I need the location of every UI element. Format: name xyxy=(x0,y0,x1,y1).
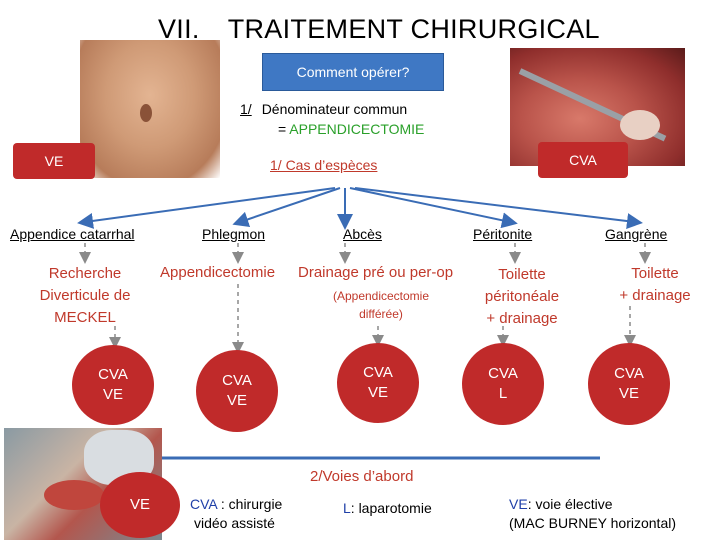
appendicectomy-prefix: = xyxy=(278,121,290,137)
action-line: MECKEL xyxy=(54,309,116,326)
oval-line: CVA xyxy=(98,366,128,383)
oval-line: L xyxy=(498,385,508,402)
branch-lines xyxy=(77,187,643,230)
denominator-text: Dénominateur commun xyxy=(261,101,408,117)
oval-ve-bottom: VE xyxy=(100,472,180,538)
header-peritonite: Péritonite xyxy=(473,226,533,242)
cva-def2: vidéo assisté xyxy=(194,515,275,531)
slide-title: VII. TRAITEMENT CHIRURGICAL xyxy=(158,14,600,45)
oval-cva-ve-2: CVA VE xyxy=(196,350,278,432)
oval-line: CVA xyxy=(614,365,644,382)
l-def: : laparotomie xyxy=(350,500,432,516)
oval-cva-ve-1: CVA VE xyxy=(72,345,154,425)
action-meckel: Recherche Diverticule de MECKEL xyxy=(20,263,150,329)
action-line: Toilette xyxy=(498,266,546,283)
action-line: + drainage xyxy=(619,287,691,304)
abces-note: (Appendicectomie différée) xyxy=(310,287,452,323)
oval-cva-ve-3: CVA VE xyxy=(337,343,419,423)
header-gangrene: Gangrène xyxy=(605,226,668,242)
appendicectomy-line: = APPENDICECTOMIE xyxy=(278,121,424,137)
voies-label: 2/Voies d’abord xyxy=(310,468,414,485)
oval-line: VE xyxy=(226,392,247,409)
oval-cva-l: CVA L xyxy=(462,343,544,425)
action-line: Diverticule de xyxy=(39,287,131,304)
oval-line: CVA xyxy=(222,372,252,389)
action-appendicectomy: Appendicectomie xyxy=(160,264,276,281)
legend-l: L: laparotomie xyxy=(343,499,432,518)
header-appendice-catarrhal: Appendice catarrhal xyxy=(10,226,135,242)
appendicectomy-label: APPENDICECTOMIE xyxy=(289,121,425,137)
title-number: VII. xyxy=(158,14,200,44)
oval-line: VE xyxy=(102,386,123,403)
ve-def: : voie élective xyxy=(527,496,613,512)
cva-box: CVA xyxy=(538,142,628,178)
action-line: péritonéale xyxy=(484,288,560,305)
ve-def2: (MAC BURNEY horizontal) xyxy=(509,515,677,531)
ve-box: VE xyxy=(13,143,95,179)
action-toilette-drainage: Toilette + drainage xyxy=(598,263,712,307)
oval-line: CVA xyxy=(363,364,393,381)
l-key: L xyxy=(343,500,351,516)
action-line: Recherche xyxy=(48,265,122,282)
ve-key: VE xyxy=(509,496,528,512)
action-drainage: Drainage pré ou per-op xyxy=(298,264,454,281)
denominator-number: 1/ xyxy=(240,101,252,117)
oval-line: VE xyxy=(367,384,388,401)
legend-cva: CVA : chirurgie vidéo assisté xyxy=(190,495,282,533)
header-abces: Abcès xyxy=(343,226,382,242)
denominator-line: 1/Dénominateur commun xyxy=(240,101,407,117)
abdomen-photo xyxy=(80,40,220,178)
oval-cva-ve-5: CVA VE xyxy=(588,343,670,425)
cases-label: 1/ Cas d’espèces xyxy=(270,157,378,173)
dashed-arrows xyxy=(79,243,651,354)
oval-line: VE xyxy=(618,385,639,402)
action-line: + drainage xyxy=(486,310,558,327)
cva-def: : chirurgie xyxy=(216,496,283,512)
question-box: Comment opérer? xyxy=(262,53,444,91)
action-toilette-peritoneale: Toilette péritonéale + drainage xyxy=(460,264,584,330)
title-text: TRAITEMENT CHIRURGICAL xyxy=(227,14,600,44)
action-line: Toilette xyxy=(631,265,679,282)
oval-line: CVA xyxy=(488,365,518,382)
legend-ve: VE: voie élective (MAC BURNEY horizontal… xyxy=(509,495,676,533)
note-line: différée) xyxy=(359,307,403,321)
note-line: (Appendicectomie xyxy=(332,289,430,303)
cva-key: CVA xyxy=(190,496,217,512)
header-phlegmon: Phlegmon xyxy=(202,226,266,242)
